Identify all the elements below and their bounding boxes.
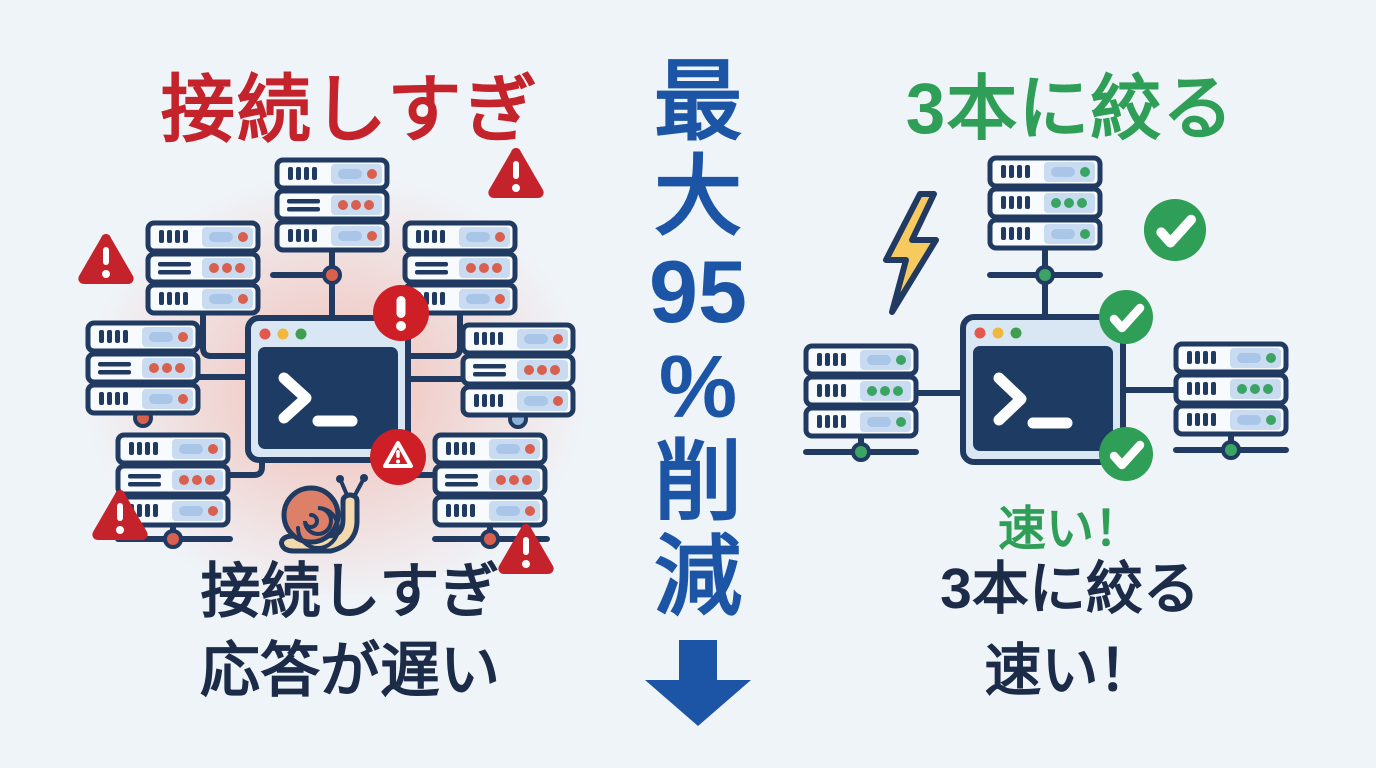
check-badge-icon <box>1099 290 1153 344</box>
warning-badge-icon <box>368 427 428 487</box>
down-arrow-icon <box>645 640 751 726</box>
overloaded-cluster-illustration <box>78 148 587 595</box>
warning-triangle-icon <box>78 234 134 284</box>
right-caption-line2: 速い！ <box>984 639 1156 703</box>
terminal-window-icon <box>245 315 411 463</box>
server-stack <box>463 325 573 415</box>
left-caption-line1: 接続しすぎ <box>200 558 500 625</box>
server-stack <box>990 158 1100 248</box>
server-stack <box>277 160 387 250</box>
check-badge-icon <box>1144 199 1206 261</box>
left-caption: 接続しすぎ 応答が遅い <box>60 552 640 710</box>
banner-char: 最 <box>653 52 742 151</box>
reduction-banner: 最 大 95 % 削 減 <box>605 54 791 726</box>
right-caption-line1: 3本に絞る <box>940 557 1200 621</box>
banner-char: 95 <box>649 242 747 341</box>
check-badge-icon <box>1099 427 1153 481</box>
snail-icon <box>279 474 368 554</box>
left-title: 接続しすぎ <box>160 68 540 151</box>
banner-char: % <box>658 337 738 436</box>
banner-char: 減 <box>653 527 742 626</box>
banner-char: 大 <box>653 147 742 246</box>
server-stack <box>88 323 198 413</box>
speed-label: 速い！ <box>997 503 1142 556</box>
left-caption-line2: 応答が遅い <box>200 637 500 704</box>
server-stack <box>1176 344 1286 434</box>
server-stack <box>806 346 916 436</box>
server-stack <box>148 223 258 313</box>
right-title: 3本に絞る <box>905 70 1235 149</box>
alert-badge-icon <box>373 285 429 341</box>
optimized-cluster-illustration <box>803 130 1289 530</box>
banner-char: 削 <box>653 432 742 531</box>
terminal-window-icon <box>960 314 1126 465</box>
server-stack <box>435 435 545 525</box>
right-caption: 3本に絞る 速い！ <box>830 548 1310 712</box>
connection-lines <box>803 245 1289 462</box>
warning-triangle-icon <box>488 148 544 198</box>
lightning-bolt-icon <box>883 191 939 315</box>
